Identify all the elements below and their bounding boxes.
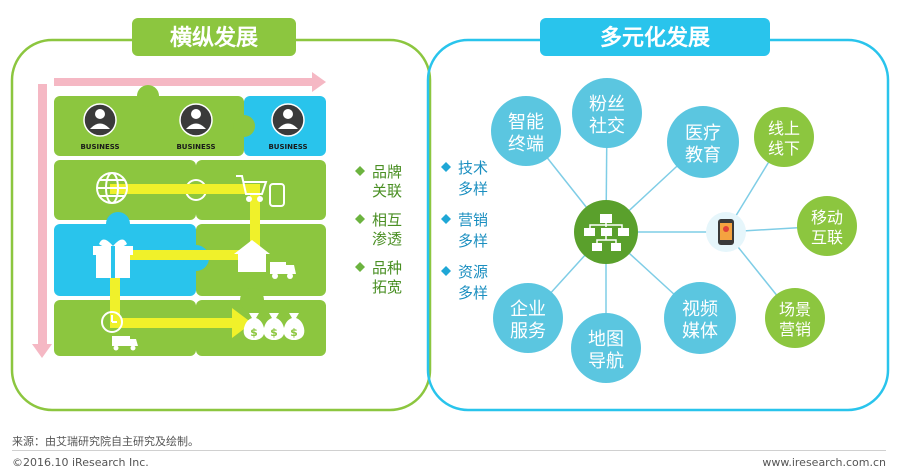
node-label: 移动 [811,208,843,227]
svg-text:技术: 技术 [458,159,488,177]
diamond-bullet-icon [355,262,365,272]
node-label: 服务 [510,321,546,342]
node-label: 视频 [682,299,718,320]
center-right-bullets: 技术 多样 营销 多样 资源 多样 [441,159,488,302]
business-label: BUSINESS [268,143,307,151]
flowchart-icon [574,200,638,264]
svg-text:品种: 品种 [372,259,402,277]
bullet-item: 品种 拓宽 [355,259,402,296]
bullet-item: 营销 多样 [441,211,488,250]
smartphone-icon [706,212,746,252]
bullet-item: 资源 多样 [441,263,488,302]
house-icon [234,240,270,272]
node-circle [754,107,814,167]
business-icon [83,103,117,137]
bullet-item: 相互 渗透 [355,211,402,248]
pink-vertical-arrowhead [32,344,52,358]
truck-icon [270,262,296,279]
network-diagram: 智能终端粉丝社交医疗教育线上线下移动互联场景营销视频媒体地图导航企业服务 [491,78,857,383]
svg-text:品牌: 品牌 [372,163,402,181]
node-label: 终端 [508,134,544,155]
node-circle [572,78,642,148]
node-circle [765,288,825,348]
center-left-bullets: 品牌 关联 相互 渗透 品种 拓宽 [355,163,402,296]
node-circle [491,96,561,166]
diamond-bullet-icon [441,214,451,224]
business-label: BUSINESS [80,143,119,151]
node-label: 营销 [779,320,811,339]
diamond-bullet-icon [441,162,451,172]
left-title: 横纵发展 [170,25,258,51]
node-circle [667,106,739,178]
copyright: ©2016.10 iResearch Inc. [12,456,149,469]
left-puzzle-graphic: BUSINESS BUSINESS BUSINESS [32,72,326,358]
node-label: 智能 [508,112,544,133]
node-label: 媒体 [682,321,718,342]
node-label: 教育 [685,145,721,166]
svg-text:拓宽: 拓宽 [372,278,402,296]
node-label: 场景 [779,300,811,319]
right-title-tab [540,18,770,56]
svg-text:资源: 资源 [458,263,488,281]
node-label: 社交 [589,116,625,137]
node-circle [664,282,736,354]
bullet-item: 品牌 关联 [355,163,402,200]
diagram-canvas: 横纵发展 多元化发展 [10,18,890,412]
small-truck-icon [112,336,138,351]
node-label: 医疗 [685,123,721,144]
diamond-bullet-icon [355,166,365,176]
node-label: 企业 [510,299,546,320]
right-title: 多元化发展 [600,25,710,51]
business-label: BUSINESS [176,143,215,151]
svg-text:$: $ [250,326,258,339]
svg-text:营销: 营销 [458,211,488,229]
website-link[interactable]: www.iresearch.com.cn [762,456,886,469]
node-label: 导航 [588,351,624,372]
money-bags-icon: $ $ $ [243,313,305,340]
svg-text:多样: 多样 [458,284,488,302]
node-label: 地图 [588,329,624,350]
svg-text:多样: 多样 [458,180,488,198]
diamond-bullet-icon [355,214,365,224]
diamond-bullet-icon [441,266,451,276]
pink-horizontal-arrow [54,78,314,86]
shopping-cart-icon [236,175,285,207]
node-label: 互联 [811,228,843,247]
node-label: 线下 [768,139,800,158]
svg-text:关联: 关联 [372,182,402,200]
yellow-path-arrowhead [232,308,252,338]
node-label: 线上 [768,119,800,138]
svg-text:$: $ [270,326,278,339]
node-circle [493,283,563,353]
svg-text:$: $ [290,326,298,339]
delivery-truck-icon [101,311,123,333]
business-icon [271,103,305,137]
svg-text:渗透: 渗透 [372,230,402,248]
svg-text:多样: 多样 [458,232,488,250]
svg-text:相互: 相互 [372,211,402,229]
pink-horizontal-arrowhead [312,72,326,92]
node-circle [571,313,641,383]
footer-divider [12,450,886,451]
node-label: 粉丝 [589,94,625,115]
pink-vertical-arrow [38,84,47,346]
globe-icon [96,172,128,204]
left-title-tab [132,18,296,56]
business-icon [179,103,213,137]
source-note: 来源：由艾瑞研究院自主研究及绘制。 [12,435,199,448]
bullet-item: 技术 多样 [441,159,488,198]
node-circle [797,196,857,256]
